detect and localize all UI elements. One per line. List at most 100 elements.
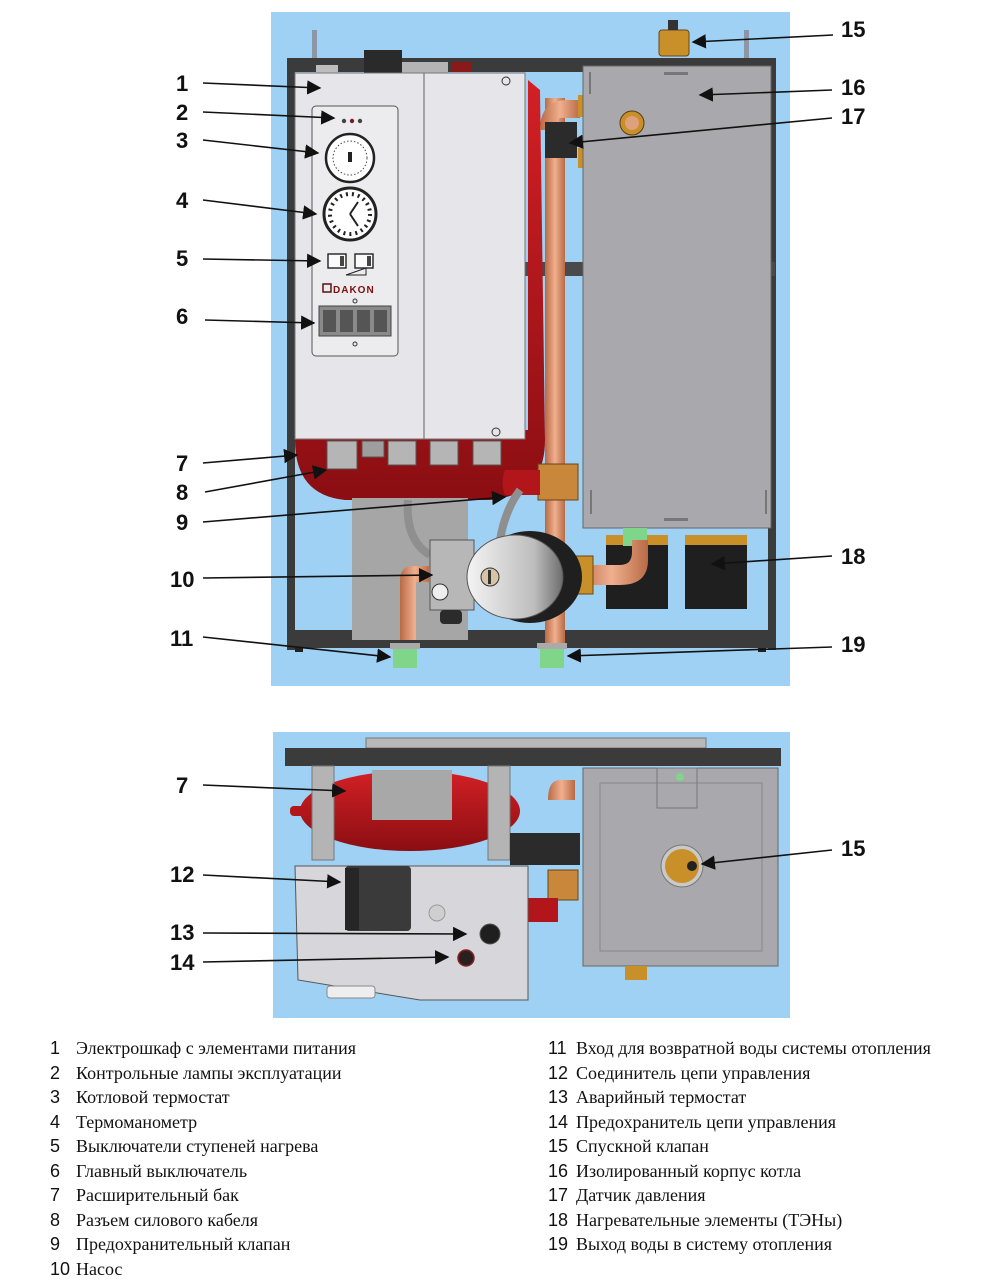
legend-number: 12 — [548, 1061, 576, 1086]
legend-text: Котловой термостат — [76, 1087, 230, 1107]
top-frame-rail — [285, 748, 781, 766]
indicator-lamps[interactable] — [342, 119, 362, 123]
heating-element — [685, 535, 747, 609]
legend-text: Термоманометр — [76, 1112, 197, 1132]
boiler-diagram: DAKON — [0, 0, 1000, 1030]
svg-text:10: 10 — [170, 567, 194, 592]
legend-number: 9 — [50, 1232, 76, 1257]
svg-text:11: 11 — [170, 626, 193, 651]
legend-text: Предохранительный клапан — [76, 1234, 290, 1254]
legend-number: 2 — [50, 1061, 76, 1086]
legend-text: Выключатели ступеней нагрева — [76, 1136, 318, 1156]
legend-number: 7 — [50, 1183, 76, 1208]
legend-number: 8 — [50, 1208, 76, 1233]
electrical-cabinet: DAKON — [295, 73, 525, 439]
legend-text: Выход воды в систему отопления — [576, 1234, 832, 1254]
legend-number: 1 — [50, 1036, 76, 1061]
indicator-lamp — [342, 119, 346, 123]
svg-text:5: 5 — [176, 246, 188, 271]
svg-text:4: 4 — [176, 188, 189, 213]
svg-text:8: 8 — [176, 480, 188, 505]
legend-text: Вход для возвратной воды системы отоплен… — [576, 1038, 931, 1058]
legend-text: Электрошкаф с элементами питания — [76, 1038, 356, 1058]
svg-text:16: 16 — [841, 75, 865, 100]
legend-text: Предохранитель цепи управления — [576, 1112, 836, 1132]
svg-text:12: 12 — [170, 862, 194, 887]
mounting-rod-right — [744, 30, 749, 60]
top-view: 7 12 13 14 15 — [170, 732, 865, 1018]
brand-label: DAKON — [333, 285, 375, 296]
mounting-rod-left — [312, 30, 317, 60]
legend-number: 4 — [50, 1110, 76, 1135]
svg-text:9: 9 — [176, 510, 188, 535]
legend-number: 3 — [50, 1085, 76, 1110]
control-circuit-connector[interactable] — [345, 866, 411, 931]
legend-text: Насос — [76, 1259, 122, 1279]
power-cable-glands — [327, 441, 501, 469]
svg-text:1: 1 — [176, 71, 188, 96]
svg-text:13: 13 — [170, 920, 194, 945]
svg-text:15: 15 — [841, 17, 865, 42]
svg-text:19: 19 — [841, 632, 865, 657]
drain-valve-top[interactable] — [661, 845, 703, 887]
svg-text:17: 17 — [841, 104, 865, 129]
legend-text: Контрольные лампы эксплуатации — [76, 1063, 341, 1083]
svg-text:18: 18 — [841, 544, 865, 569]
boiler-sensor-port — [620, 111, 644, 135]
legend-number: 15 — [548, 1134, 576, 1159]
control-box-indicator — [429, 905, 445, 921]
legend-number: 18 — [548, 1208, 576, 1233]
safety-valve-fitting — [538, 464, 578, 500]
svg-text:3: 3 — [176, 128, 188, 153]
emergency-thermostat[interactable] — [480, 924, 500, 944]
boiler-body-top — [583, 768, 778, 980]
return-inlet-fitting — [393, 648, 417, 668]
boiler-thermostat-dial[interactable] — [326, 134, 374, 182]
legend-number: 17 — [548, 1183, 576, 1208]
indicator-lamp — [358, 119, 362, 123]
circulation-pump — [430, 531, 582, 624]
front-view: DAKON — [170, 12, 865, 686]
svg-text:7: 7 — [176, 451, 188, 476]
svg-text:7: 7 — [176, 773, 188, 798]
pressure-sensor — [545, 122, 577, 158]
svg-text:6: 6 — [176, 304, 188, 329]
legend-text: Нагревательные элементы (ТЭНы) — [576, 1210, 842, 1230]
legend-number: 14 — [548, 1110, 576, 1135]
legend-text: Спускной клапан — [576, 1136, 709, 1156]
legend-text: Изолированный корпус котла — [576, 1161, 801, 1181]
legend-text: Аварийный термостат — [576, 1087, 746, 1107]
legend-text: Разъем силового кабеля — [76, 1210, 258, 1230]
legend-text: Соединитель цепи управления — [576, 1063, 810, 1083]
legend-text: Датчик давления — [576, 1185, 706, 1205]
cable-connector-top — [364, 50, 402, 76]
legend-number: 5 — [50, 1134, 76, 1159]
legend-number: 13 — [548, 1085, 576, 1110]
legend-text: Главный выключатель — [76, 1161, 247, 1181]
legend-number: 16 — [548, 1159, 576, 1184]
control-circuit-fuse[interactable] — [458, 950, 474, 966]
legend-number: 19 — [548, 1232, 576, 1257]
supply-outlet-fitting — [540, 648, 564, 668]
thermomanometer-gauge — [324, 188, 376, 240]
svg-text:2: 2 — [176, 100, 188, 125]
legend-text: Расширительный бак — [76, 1185, 239, 1205]
boiler-body — [583, 66, 771, 528]
svg-text:14: 14 — [170, 950, 195, 975]
legend-number: 10 — [50, 1257, 76, 1281]
